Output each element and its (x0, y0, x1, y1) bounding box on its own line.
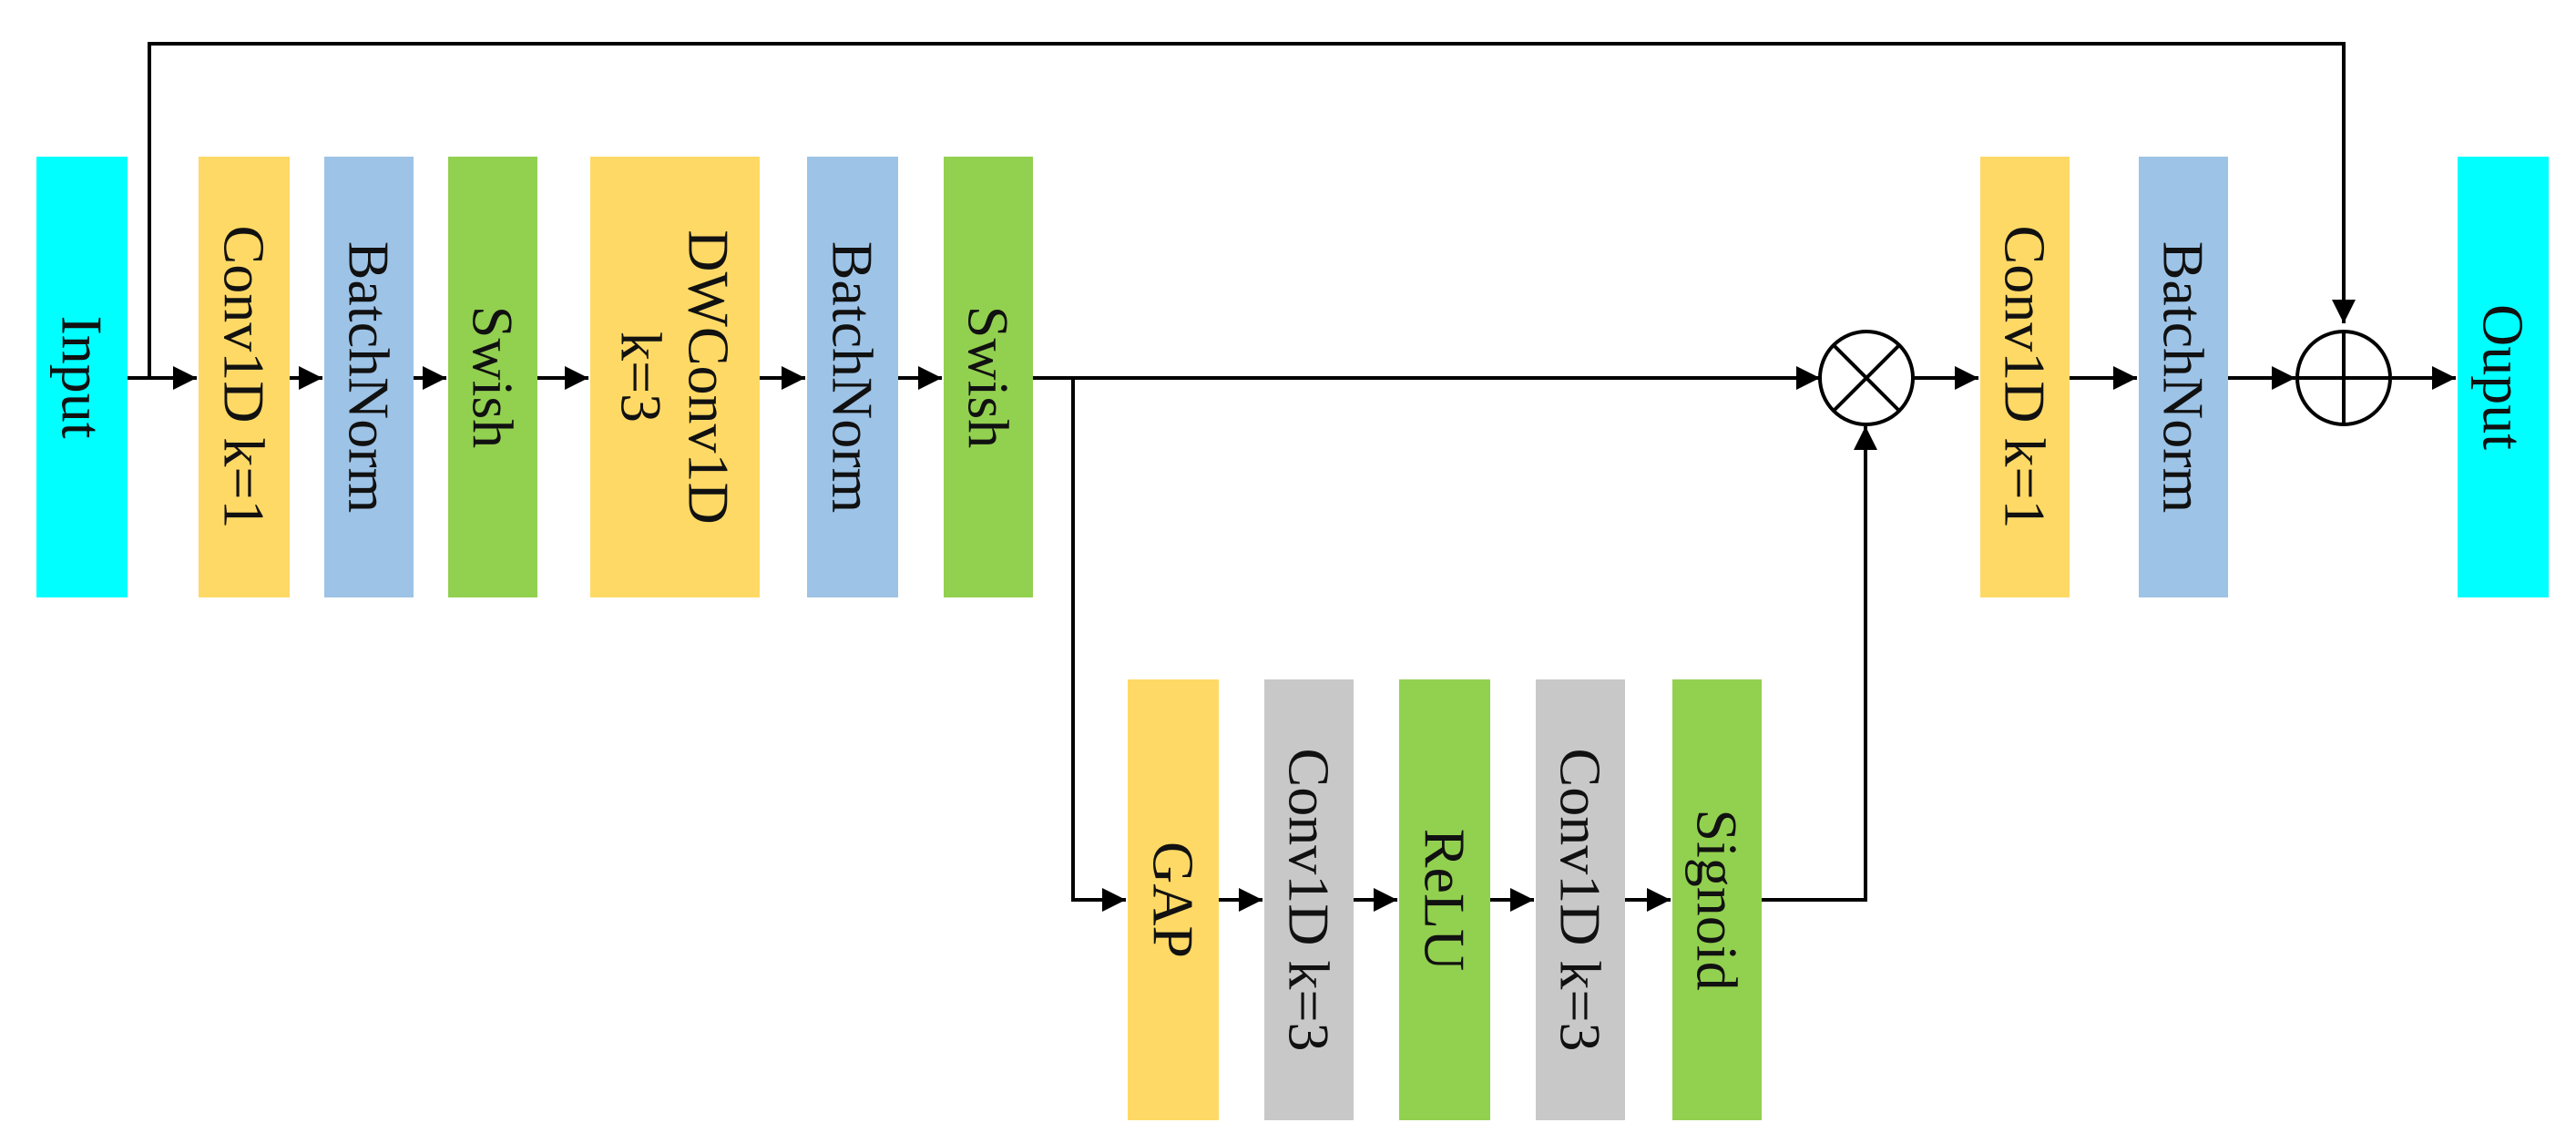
input-block: Input (36, 157, 128, 597)
block-rect (2458, 157, 2549, 597)
batchnorm-block-2: BatchNorm (807, 157, 898, 597)
block-label: Signoid (1685, 809, 1750, 990)
block-label: BatchNorm (821, 241, 885, 514)
sigmoid-block: Signoid (1672, 679, 1762, 1120)
swish-block: Swish (448, 157, 537, 597)
block-rect (2139, 157, 2228, 597)
block-label: Conv1D k=3 (1277, 749, 1342, 1052)
block-label: Ouput (2471, 304, 2536, 450)
conv1d-k3-block-2: Conv1D k=3 (1536, 679, 1625, 1120)
operators (1818, 330, 2392, 426)
block-rect (590, 157, 760, 597)
arrow-sigmoid-to-multiply (1762, 426, 1877, 902)
block-label: DWConv1D (677, 230, 741, 525)
blocks: Input Conv1D k=1 BatchNorm Swish DWConv1… (36, 157, 2549, 1120)
batchnorm-block: BatchNorm (324, 157, 414, 597)
block-label: k=3 (609, 332, 674, 423)
block-label: Swish (956, 306, 1021, 449)
block-label: Conv1D k=1 (1993, 226, 2058, 529)
block-rect (324, 157, 414, 597)
block-label: Conv1D k=1 (212, 226, 277, 529)
gap-block: GAP (1128, 679, 1219, 1120)
block-rect (807, 157, 898, 597)
block-rect (944, 157, 1033, 597)
add-circle-icon (2295, 330, 2392, 426)
block-label: BatchNorm (337, 241, 402, 514)
block-rect (1980, 157, 2070, 597)
block-rect (36, 157, 128, 597)
block-label: Conv1D k=3 (1549, 749, 1613, 1052)
block-rect (1264, 679, 1354, 1120)
batchnorm-block-3: BatchNorm (2139, 157, 2228, 597)
connectors (128, 42, 2456, 912)
output-block: Ouput (2458, 157, 2549, 597)
branch-arrow-to-gap (1071, 378, 1126, 912)
block-rect (1399, 679, 1490, 1120)
block-label: ReLU (1413, 829, 1477, 971)
conv1d-k1-block-2: Conv1D k=1 (1980, 157, 2070, 597)
skip-connection-arrow (148, 42, 2356, 378)
block-label: GAP (1141, 842, 1206, 958)
block-rect (1672, 679, 1762, 1120)
swish-block-2: Swish (944, 157, 1033, 597)
block-rect (1536, 679, 1625, 1120)
block-label: Swish (461, 306, 526, 449)
multiply-circle-icon (1818, 330, 1915, 426)
conv1d-k3-block: Conv1D k=3 (1264, 679, 1354, 1120)
block-rect (199, 157, 290, 597)
block-rect (448, 157, 537, 597)
block-rect (1128, 679, 1219, 1120)
conv1d-k1-block: Conv1D k=1 (199, 157, 290, 597)
block-label: Input (50, 315, 115, 438)
block-label: BatchNorm (2152, 241, 2216, 514)
relu-block: ReLU (1399, 679, 1490, 1120)
